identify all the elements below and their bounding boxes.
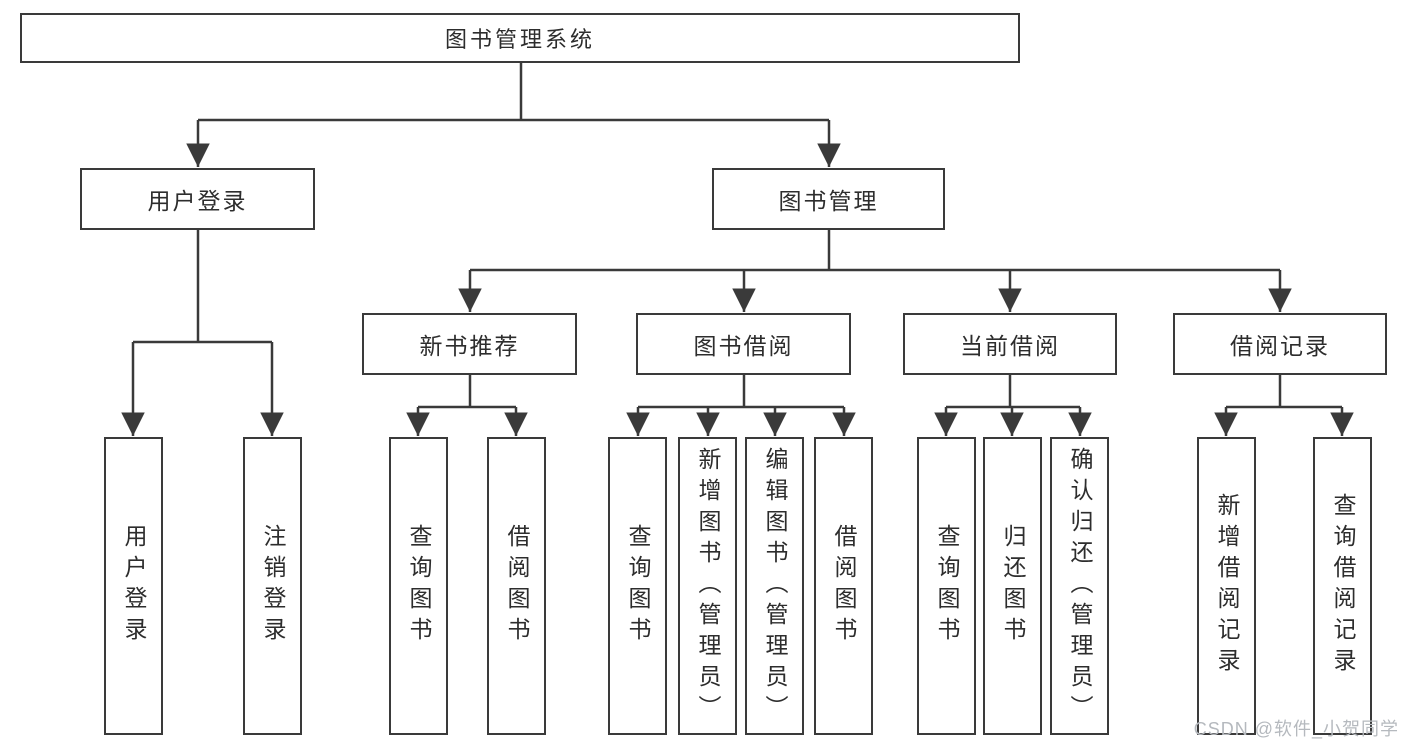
leaf-add-books-admin: 新增图书（管理员） <box>678 437 737 735</box>
csdn-watermark: CSDN @软件_小贺同学 <box>1193 719 1399 739</box>
leaf-query-books-recommend: 查询图书 <box>389 437 448 735</box>
leaf-user-login: 用户登录 <box>104 437 163 735</box>
node-current-borrowing: 当前借阅 <box>903 313 1117 375</box>
leaf-confirm-return-admin: 确认归还（管理员） <box>1050 437 1109 735</box>
leaf-query-books-current: 查询图书 <box>917 437 976 735</box>
leaf-query-books-borrowing: 查询图书 <box>608 437 667 735</box>
leaf-edit-books-admin: 编辑图书（管理员） <box>745 437 804 735</box>
leaf-logout: 注销登录 <box>243 437 302 735</box>
node-user-login: 用户登录 <box>80 168 315 230</box>
leaf-borrow-books-recommend: 借阅图书 <box>487 437 546 735</box>
node-book-borrowing: 图书借阅 <box>636 313 851 375</box>
leaf-query-borrow-record: 查询借阅记录 <box>1313 437 1372 735</box>
leaf-borrow-books: 借阅图书 <box>814 437 873 735</box>
node-new-book-recommend: 新书推荐 <box>362 313 577 375</box>
leaf-return-books: 归还图书 <box>983 437 1042 735</box>
node-borrowing-records: 借阅记录 <box>1173 313 1387 375</box>
node-library-management-system: 图书管理系统 <box>20 13 1020 63</box>
node-book-management: 图书管理 <box>712 168 945 230</box>
leaf-add-borrow-record: 新增借阅记录 <box>1197 437 1256 735</box>
